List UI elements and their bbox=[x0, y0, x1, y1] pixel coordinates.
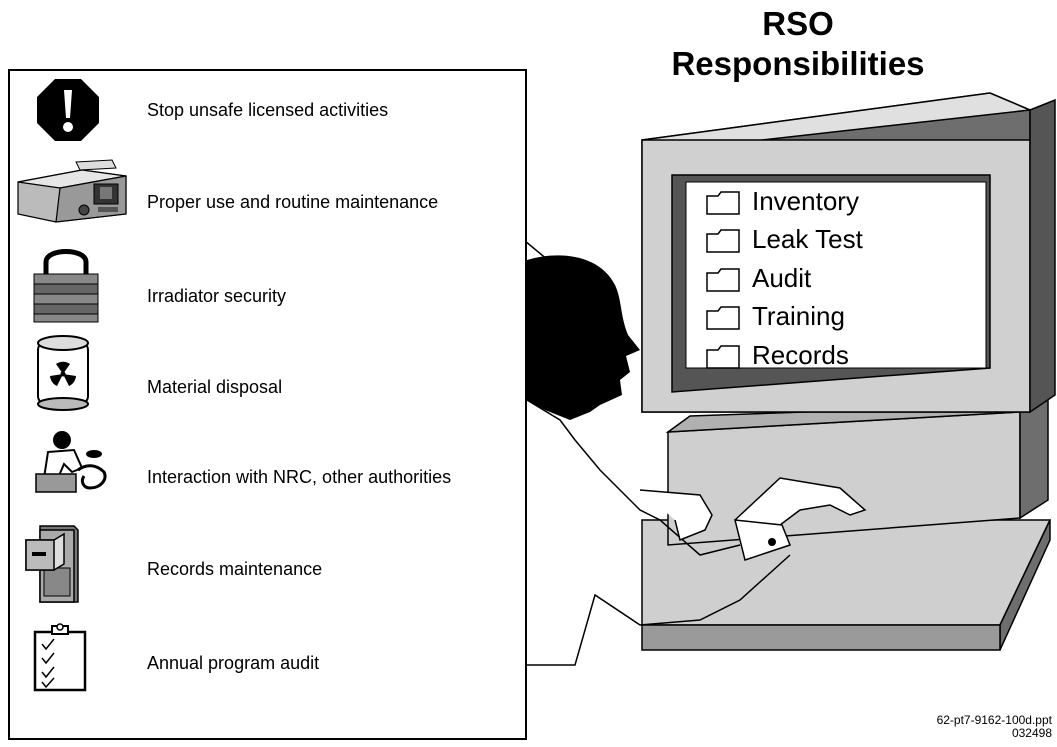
responsibility-label: Records maintenance bbox=[147, 559, 323, 579]
padlock-icon bbox=[33, 249, 99, 323]
title-line-2: Responsibilities bbox=[671, 45, 925, 82]
menu-item-label: Leak Test bbox=[752, 224, 863, 254]
menu-item-records[interactable]: Records bbox=[706, 340, 849, 370]
folder-icon bbox=[706, 345, 740, 369]
file-cabinet-icon bbox=[25, 525, 79, 603]
responsibility-label: Irradiator security bbox=[147, 286, 287, 306]
responsibility-label: Material disposal bbox=[147, 377, 283, 397]
folder-icon bbox=[706, 229, 740, 253]
radioactive-container-icon bbox=[37, 335, 89, 411]
menu-item-training[interactable]: Training bbox=[706, 301, 845, 331]
person-silhouette bbox=[518, 235, 867, 666]
person-on-phone-icon bbox=[35, 431, 107, 493]
folder-icon bbox=[706, 306, 740, 330]
footer-file: 62-pt7-9162-100d.ppt bbox=[936, 713, 1052, 727]
menu-item-audit[interactable]: Audit bbox=[706, 263, 811, 293]
menu-item-label: Records bbox=[752, 340, 849, 370]
footer: 62-pt7-9162-100d.ppt 032498 bbox=[937, 714, 1052, 740]
folder-icon bbox=[706, 268, 740, 292]
menu-item-leak-test[interactable]: Leak Test bbox=[706, 224, 863, 254]
responsibility-label: Annual program audit bbox=[147, 653, 320, 673]
menu-item-inventory[interactable]: Inventory bbox=[706, 186, 859, 216]
footer-code: 032498 bbox=[1011, 726, 1052, 740]
irradiator-machine-icon bbox=[17, 159, 127, 223]
responsibility-label: Interaction with NRC, other authorities bbox=[147, 467, 452, 487]
page-title: RSO Responsibilities bbox=[628, 4, 968, 84]
menu-item-label: Inventory bbox=[752, 186, 859, 216]
responsibility-label: Stop unsafe licensed activities bbox=[147, 100, 389, 120]
stop-sign-icon bbox=[37, 79, 99, 141]
clipboard-checklist-icon bbox=[33, 623, 87, 692]
responsibility-label: Proper use and routine maintenance bbox=[147, 192, 439, 212]
menu-item-label: Audit bbox=[752, 263, 812, 293]
folder-icon bbox=[706, 191, 740, 215]
title-line-1: RSO bbox=[762, 5, 834, 42]
menu-item-label: Training bbox=[752, 301, 845, 331]
